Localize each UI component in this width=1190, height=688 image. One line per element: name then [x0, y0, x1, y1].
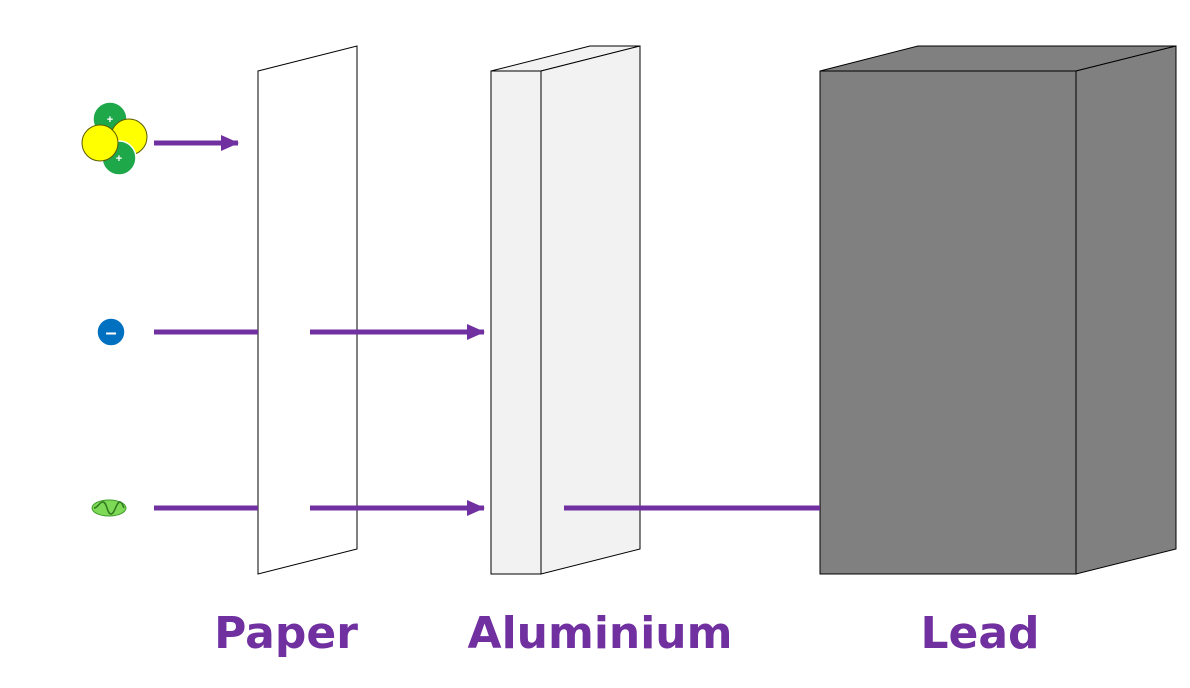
beta-particle-icon: – [96, 317, 126, 347]
proton-bottom-sign: + [116, 153, 122, 165]
lead-label: Lead [920, 608, 1040, 659]
proton-top-sign: + [107, 114, 113, 126]
electron [96, 317, 126, 347]
paper-sheet [257, 45, 358, 575]
paper-label: Paper [214, 608, 358, 659]
lead-side-face [1075, 45, 1177, 575]
electron-sign: – [105, 322, 116, 344]
aluminium-front-face [490, 70, 542, 575]
gamma-ray-icon [91, 499, 127, 517]
gamma-wave [93, 501, 125, 515]
aluminium-label: Aluminium [467, 608, 733, 659]
neutron-left [81, 124, 119, 162]
lead-front-face [819, 70, 1077, 575]
aluminium-side-face [540, 45, 641, 575]
lead-block [819, 45, 1177, 575]
aluminium-block [490, 45, 641, 575]
alpha-particle-icon: + + [81, 101, 148, 176]
